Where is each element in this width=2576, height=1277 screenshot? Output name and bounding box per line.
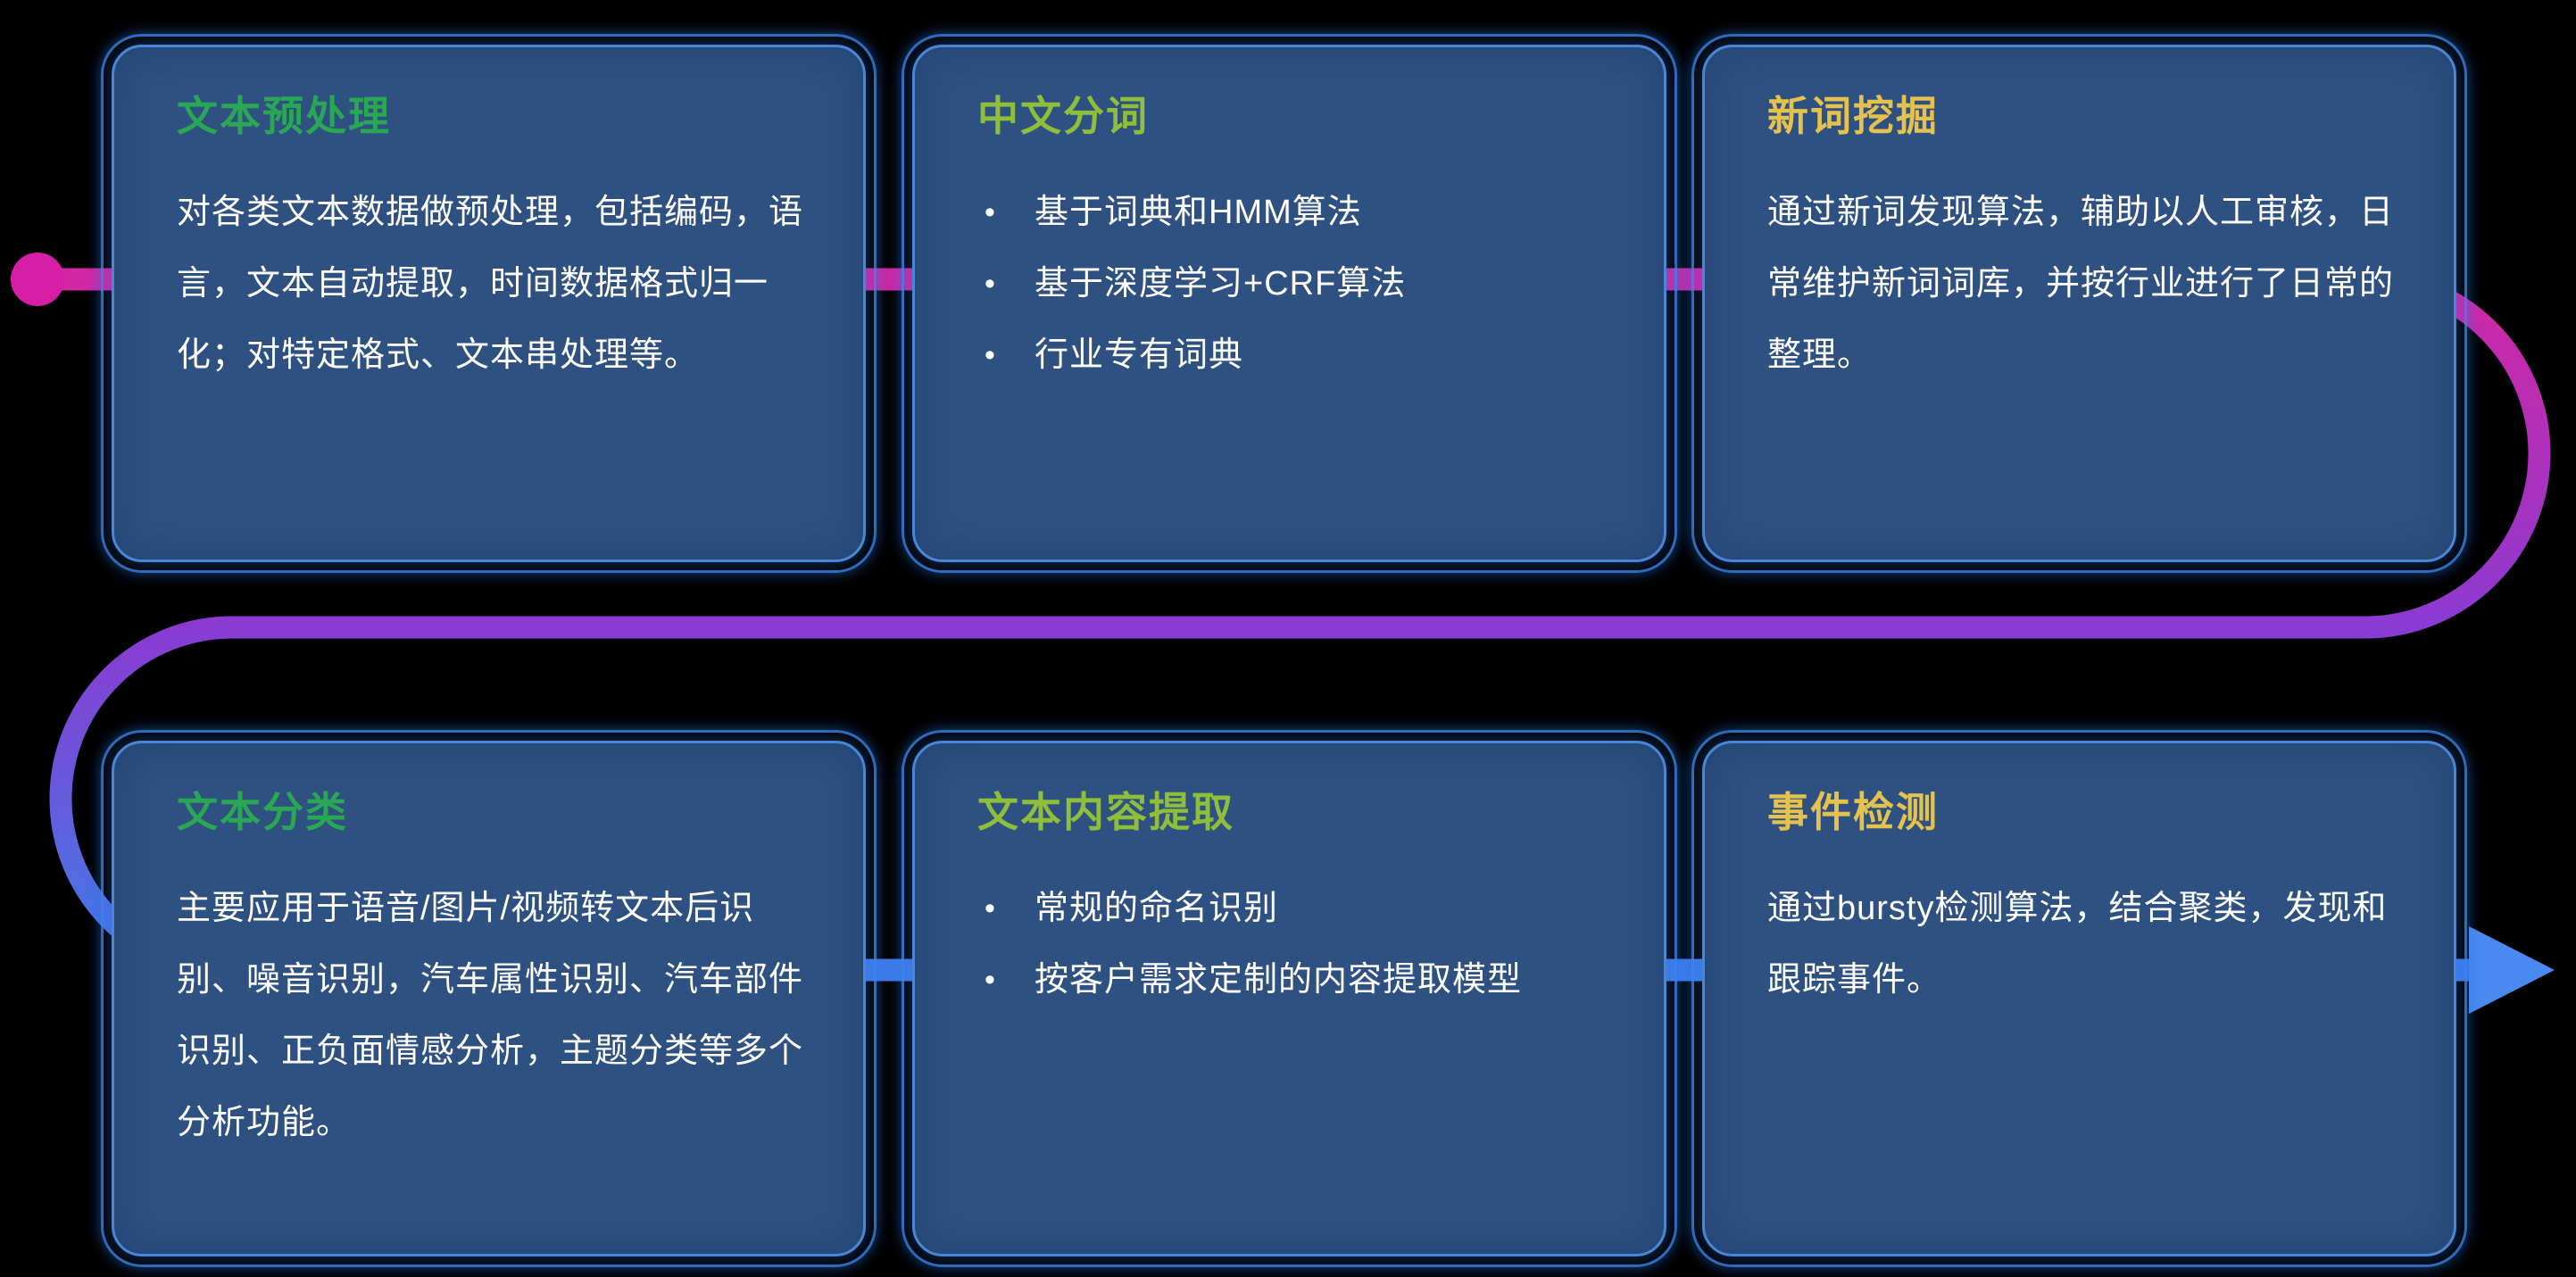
- card-title-event-detection: 事件检测: [1767, 789, 1939, 835]
- flow-start-dot-icon: [11, 253, 64, 306]
- card-body-text-classification: 主要应用于语音/图片/视频转文本后识别、噪音识别，汽车属性识别、汽车部件识别、正…: [177, 890, 804, 1142]
- card-body-text-preprocessing: 对各类文本数据做预处理，包括编码，语言，文本自动提取，时间数据格式归一化；对特定…: [177, 194, 804, 375]
- bullet-text: 基于词典和HMM算法: [1035, 194, 1362, 232]
- card-title-chinese-word-segmentation: 中文分词: [977, 93, 1149, 139]
- bullet-text: 基于深度学习+CRF算法: [1035, 265, 1407, 303]
- bullet-text: 常规的命名识别: [1035, 890, 1279, 928]
- bullet-item: • 常规的命名识别: [977, 873, 1605, 944]
- flow-arrow-icon: [2469, 926, 2555, 1014]
- bullet-icon: •: [985, 267, 996, 302]
- bullet-text: 行业专有词典: [1035, 336, 1244, 375]
- card-body-event-detection: 通过bursty检测算法，结合聚类，发现和跟踪事件。: [1767, 890, 2388, 999]
- bullet-item: • 基于词典和HMM算法: [977, 177, 1605, 248]
- card-text-content-extraction: 文本内容提取 • 常规的命名识别 • 按客户需求定制的内容提取模型: [902, 730, 1677, 1267]
- card-chinese-word-segmentation: 中文分词 • 基于词典和HMM算法 • 基于深度学习+CRF算法 • 行业专有词…: [902, 34, 1677, 573]
- bullet-icon: •: [985, 338, 996, 373]
- bullet-item: • 按客户需求定制的内容提取模型: [977, 944, 1605, 1016]
- bullet-text: 按客户需求定制的内容提取模型: [1035, 961, 1523, 999]
- bullet-item: • 基于深度学习+CRF算法: [977, 248, 1605, 319]
- card-body-new-word-mining: 通过新词发现算法，辅助以人工审核，日常维护新词词库，并按行业进行了日常的整理。: [1767, 194, 2395, 375]
- card-title-text-preprocessing: 文本预处理: [177, 93, 391, 139]
- card-title-text-classification: 文本分类: [177, 789, 348, 835]
- bullet-item: • 行业专有词典: [977, 319, 1605, 391]
- bullet-icon: •: [985, 195, 996, 230]
- card-text-preprocessing: 文本预处理 对各类文本数据做预处理，包括编码，语言，文本自动提取，时间数据格式归…: [101, 34, 877, 573]
- bullet-list: • 常规的命名识别 • 按客户需求定制的内容提取模型: [977, 873, 1605, 1016]
- card-title-new-word-mining: 新词挖掘: [1767, 93, 1939, 139]
- card-new-word-mining: 新词挖掘 通过新词发现算法，辅助以人工审核，日常维护新词词库，并按行业进行了日常…: [1691, 34, 2467, 573]
- card-text-classification: 文本分类 主要应用于语音/图片/视频转文本后识别、噪音识别，汽车属性识别、汽车部…: [101, 730, 877, 1267]
- bullet-icon: •: [985, 963, 996, 998]
- bullet-icon: •: [985, 891, 996, 926]
- card-title-text-content-extraction: 文本内容提取: [977, 789, 1234, 835]
- flow-path: [36, 268, 2551, 982]
- bullet-list: • 基于词典和HMM算法 • 基于深度学习+CRF算法 • 行业专有词典: [977, 177, 1605, 391]
- card-event-detection: 事件检测 通过bursty检测算法，结合聚类，发现和跟踪事件。: [1691, 730, 2467, 1267]
